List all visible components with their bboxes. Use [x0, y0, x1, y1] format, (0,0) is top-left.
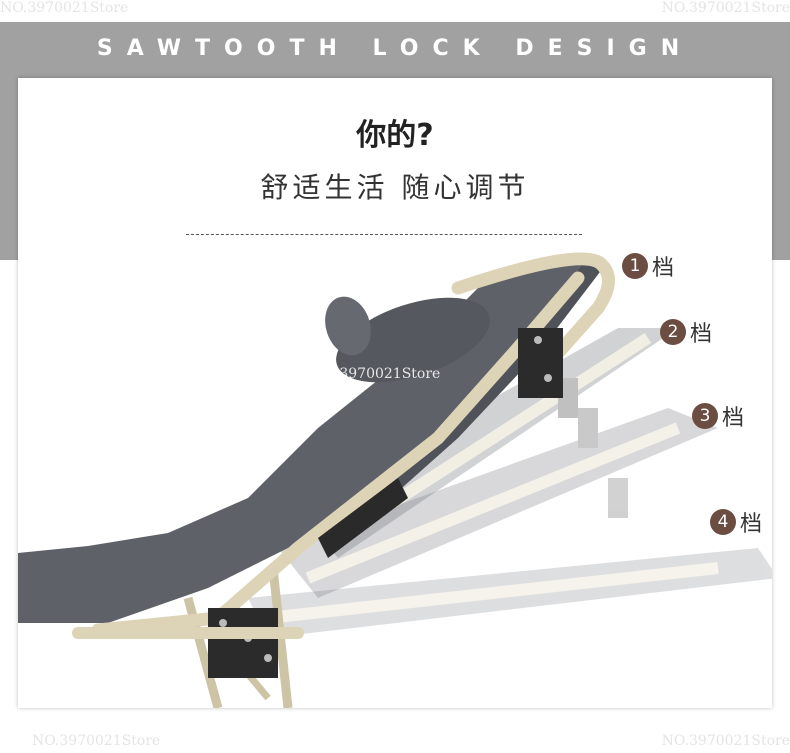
card-subtitle: 舒适生活 随心调节 [260, 171, 530, 204]
watermark-bottom-right: NO.3970021Store [661, 733, 790, 749]
dashed-divider [186, 234, 582, 235]
step-label: 档 [690, 322, 713, 347]
chair-position-1 [18, 252, 615, 708]
watermark-center: NO.3970021Store [312, 366, 441, 382]
step-label: 档 [652, 256, 675, 281]
chair-illustration [18, 252, 772, 708]
step-badge: 4 [710, 509, 736, 535]
step-badge: 1 [622, 253, 648, 279]
step-badge: 3 [692, 403, 718, 429]
recline-step-4: 4 档 [710, 506, 762, 538]
step-badge: 2 [660, 319, 686, 345]
banner-title: SAWTOOTH LOCK DESIGN [96, 36, 694, 61]
step-label: 档 [722, 406, 745, 431]
watermark-bottom-left: NO.3970021Store [32, 733, 161, 749]
watermark-top-left: NO.3970021Store [0, 0, 129, 16]
product-card: 你的? 舒适生活 随心调节 [18, 78, 772, 708]
recline-step-2: 2 档 [660, 316, 712, 348]
recline-step-3: 3 档 [692, 400, 744, 432]
ghost-position-4 [248, 478, 772, 638]
watermark-top-right: NO.3970021Store [661, 0, 790, 16]
recline-step-1: 1 档 [622, 250, 674, 282]
card-title: 你的? [356, 118, 434, 153]
step-label: 档 [740, 512, 763, 537]
ghost-position-3 [278, 408, 718, 598]
